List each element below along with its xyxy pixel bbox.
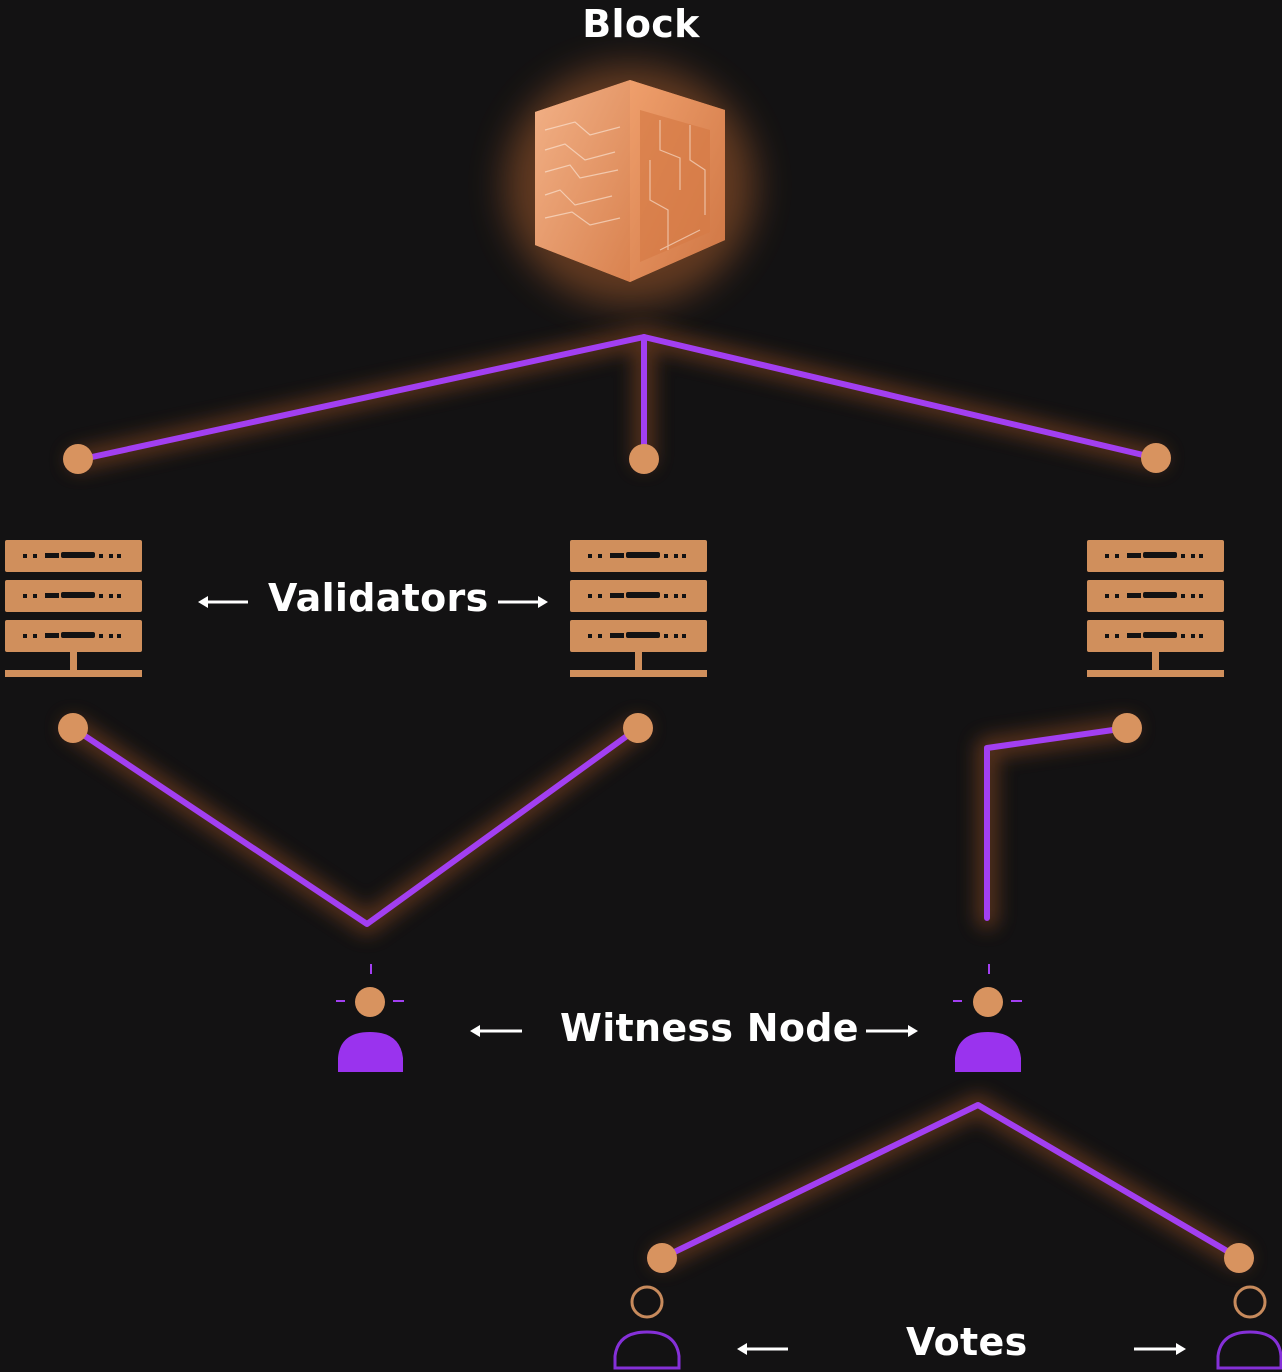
- validator-server-right: [1087, 540, 1224, 677]
- node-dot: [1141, 443, 1171, 473]
- node-dot: [623, 713, 653, 743]
- vote-person-left: [613, 1285, 681, 1370]
- node-dot: [629, 444, 659, 474]
- block-connector-right: [641, 334, 1159, 461]
- node-dot: [58, 713, 88, 743]
- vote-person-right: [1216, 1285, 1282, 1370]
- witness-person-right: [953, 964, 1022, 1072]
- votes-arrows: [737, 1343, 1186, 1355]
- validator-to-witness-left: [70, 725, 641, 927]
- node-dot: [1224, 1243, 1254, 1273]
- witness-person-left: [336, 964, 404, 1072]
- witness-arrows: [470, 1025, 918, 1037]
- validator-server-center: [570, 540, 707, 677]
- validators-arrows: [198, 596, 548, 608]
- witness-to-votes: [659, 1102, 1242, 1261]
- validator-server-left: [5, 540, 142, 677]
- validator-to-witness-right: [984, 725, 1130, 921]
- votes-label: Votes: [906, 1320, 1028, 1364]
- connector-nodes: [58, 443, 1254, 1273]
- node-dot: [63, 444, 93, 474]
- node-dot: [647, 1243, 677, 1273]
- node-dot: [1112, 713, 1142, 743]
- block-label: Block: [582, 2, 700, 46]
- block-cube-icon: [505, 65, 755, 305]
- connectors: [70, 334, 1242, 1261]
- connector-glow: [62, 326, 1250, 1269]
- block-connector-left: [75, 334, 647, 463]
- witness-node-label: Witness Node: [560, 1006, 859, 1050]
- validators-label: Validators: [268, 576, 489, 620]
